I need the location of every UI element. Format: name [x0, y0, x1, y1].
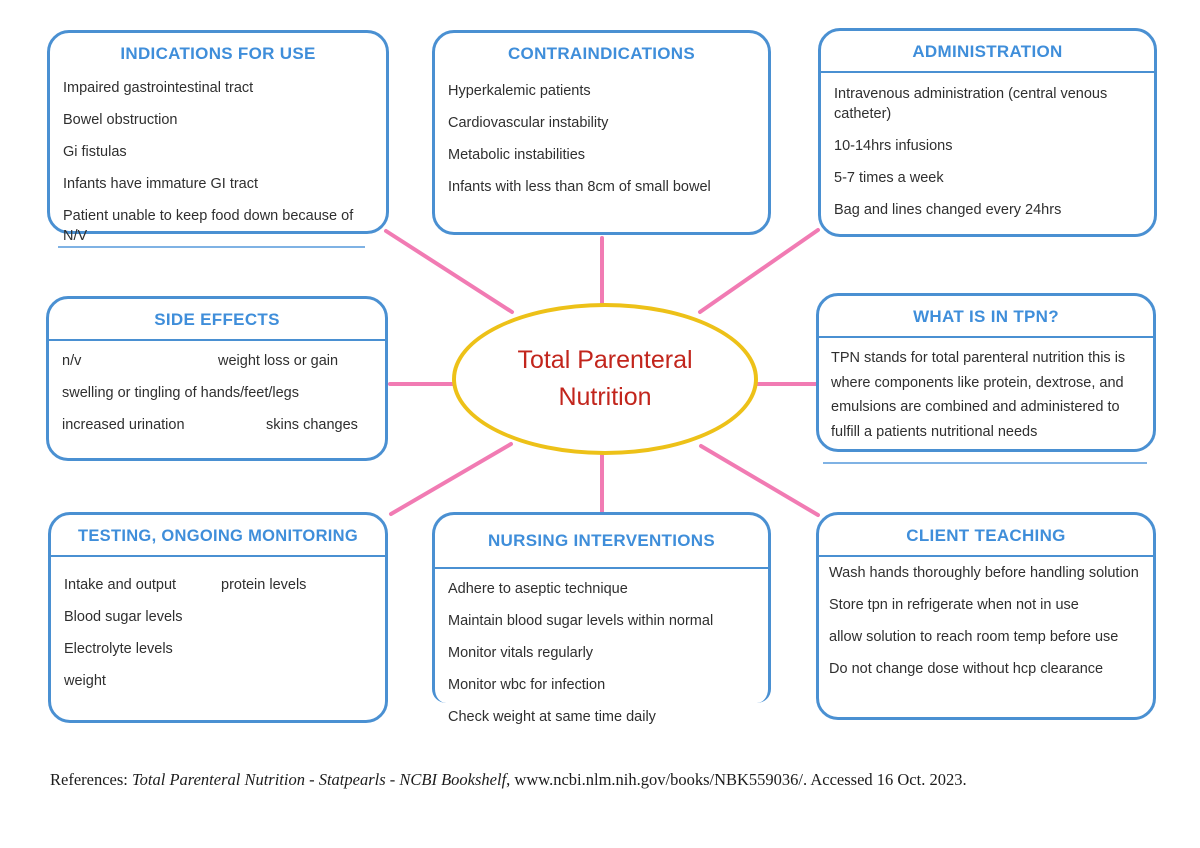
side-effect-item: increased urination: [62, 417, 185, 433]
box-title-contraindications: CONTRAINDICATIONS: [507, 44, 696, 63]
tpn-description: TPN stands for total parenteral nutritio…: [831, 350, 1126, 440]
box-client-teaching: CLIENT TEACHING Wash hands thoroughly be…: [816, 512, 1156, 720]
box-testing-monitoring: TESTING, ONGOING MONITORING Intake and o…: [48, 512, 388, 723]
box-what-is-in-tpn: WHAT IS IN TPN? TPN stands for total par…: [816, 293, 1156, 452]
box-title-administration: ADMINISTRATION: [912, 42, 1063, 61]
side-effect-item: skins changes: [266, 417, 358, 433]
testing-item: protein levels: [221, 577, 307, 593]
title-separator: [435, 567, 768, 569]
box-title-testing: TESTING, ONGOING MONITORING: [77, 527, 359, 545]
title-separator: [51, 555, 385, 557]
contraindication-item: Metabolic instabilities: [448, 147, 586, 163]
box-indications-for-use: INDICATIONS FOR USE Impaired gastrointes…: [47, 30, 389, 244]
indication-item: Gi fistulas: [63, 144, 127, 160]
box-contraindications: CONTRAINDICATIONS Hyperkalemic patients …: [432, 30, 771, 235]
testing-item: Intake and output: [64, 577, 177, 593]
box-title-what-is-in-tpn: WHAT IS IN TPN?: [913, 307, 1059, 326]
references-source-title: Total Parenteral Nutrition - Statpearls …: [132, 769, 507, 789]
side-effect-item: n/v: [62, 353, 82, 369]
box-administration: ADMINISTRATION Intravenous administratio…: [818, 28, 1157, 237]
testing-item: Electrolyte levels: [64, 641, 173, 657]
side-effect-item: weight loss or gain: [218, 353, 339, 369]
administration-item: Intravenous administration (central veno…: [834, 86, 1108, 122]
connector-client-teaching: [699, 444, 820, 517]
side-effect-item: swelling or tingling of hands/feet/legs: [62, 385, 299, 401]
administration-item: Bag and lines changed every 24hrs: [834, 202, 1062, 218]
central-topic-ellipse: Total Parenteral Nutrition: [452, 303, 758, 455]
connector-administration: [698, 228, 820, 314]
nursing-item: Monitor wbc for infection: [448, 677, 606, 693]
references-detail: , www.ncbi.nlm.nih.gov/books/NBK559036/.…: [506, 769, 967, 789]
indication-item: Bowel obstruction: [63, 112, 178, 128]
central-topic-line2: Nutrition: [558, 383, 652, 411]
box-side-effects: SIDE EFFECTS n/v weight loss or gain swe…: [46, 296, 388, 461]
teaching-item: Wash hands thoroughly before handling so…: [829, 565, 1139, 581]
title-separator: [819, 555, 1153, 557]
contraindication-item: Cardiovascular instability: [448, 115, 609, 131]
indication-item: Patient unable to keep food down because…: [63, 208, 354, 244]
indications-underline: [58, 246, 365, 248]
box-title-indications: INDICATIONS FOR USE: [120, 44, 316, 63]
box-title-nursing: NURSING INTERVENTIONS: [487, 531, 715, 550]
nursing-item: Maintain blood sugar levels within norma…: [448, 613, 714, 629]
connector-testing: [389, 442, 513, 516]
teaching-item: Store tpn in refrigerate when not in use: [829, 597, 1079, 613]
references-prefix: References:: [50, 769, 132, 789]
indication-item: Impaired gastrointestinal tract: [63, 80, 254, 96]
connector-indications: [384, 229, 514, 314]
indication-item: Infants have immature GI tract: [63, 176, 259, 192]
testing-item: weight: [64, 673, 106, 689]
title-separator: [49, 339, 385, 341]
box-title-client-teaching: CLIENT TEACHING: [906, 526, 1066, 545]
tpn-underline: [823, 462, 1147, 464]
central-topic-line1: Total Parenteral: [517, 346, 693, 374]
teaching-item: allow solution to reach room temp before…: [829, 629, 1119, 645]
box-nursing-interventions: NURSING INTERVENTIONS Adhere to aseptic …: [432, 512, 771, 725]
nursing-item: Check weight at same time daily: [448, 709, 656, 725]
box-title-side-effects: SIDE EFFECTS: [154, 310, 280, 329]
administration-item: 5-7 times a week: [834, 170, 944, 186]
contraindication-item: Hyperkalemic patients: [448, 83, 591, 99]
title-separator: [821, 71, 1154, 73]
contraindication-item: Infants with less than 8cm of small bowe…: [448, 179, 711, 195]
references-line: References: Total Parenteral Nutrition -…: [50, 770, 967, 790]
teaching-item: Do not change dose without hcp clearance: [829, 661, 1104, 677]
nursing-item: Monitor vitals regularly: [448, 645, 594, 661]
administration-item: 10-14hrs infusions: [834, 138, 953, 154]
nursing-item: Adhere to aseptic technique: [448, 581, 628, 597]
testing-item: Blood sugar levels: [64, 609, 183, 625]
title-separator: [819, 336, 1153, 338]
